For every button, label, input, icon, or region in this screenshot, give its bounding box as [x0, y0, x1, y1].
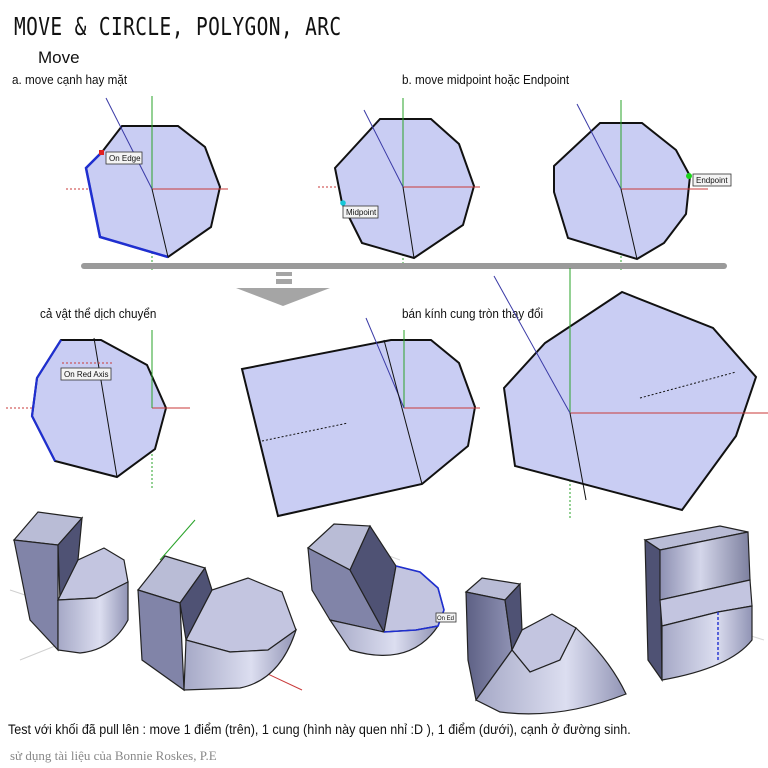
down-arrow-icon — [236, 272, 330, 306]
credit-line: sử dụng tài liệu của Bonnie Roskes, P.E — [10, 748, 217, 763]
solid-pulled-3: On Ed — [306, 523, 457, 656]
tooltip-midpoint: Midpoint — [342, 205, 379, 219]
figure-move-edge: On Edge — [66, 96, 228, 270]
figure-move-endpoint: Endpoint — [553, 100, 732, 270]
solid-pulled-5 — [643, 525, 765, 682]
page-title: MOVE & CIRCLE, POLYGON, ARC — [14, 12, 342, 41]
svg-text:Midpoint: Midpoint — [346, 208, 377, 217]
tooltip-on-edge-small: On Ed — [435, 612, 457, 623]
svg-text:Endpoint: Endpoint — [696, 176, 728, 185]
tooltip-on-red-axis: On Red Axis — [60, 367, 112, 381]
svg-text:On Red Axis: On Red Axis — [64, 370, 108, 379]
tooltip-on-edge: On Edge — [105, 151, 143, 165]
figure-arc-radius-2 — [493, 268, 768, 518]
footer-note: Test với khối đã pull lên : move 1 điểm … — [8, 722, 631, 737]
label-b: b. move midpoint hoặc Endpoint — [402, 72, 570, 87]
solid-pulled-2 — [136, 519, 303, 692]
label-d: bán kính cung tròn thay đổi — [402, 306, 544, 321]
section-title: Move — [38, 48, 80, 67]
solid-pulled-1 — [9, 511, 129, 661]
svg-text:On Ed: On Ed — [437, 616, 454, 622]
label-c: cả vật thể dịch chuyển — [40, 306, 157, 321]
figure-arc-radius-1 — [240, 317, 480, 518]
solid-pulled-4 — [464, 577, 627, 715]
tooltip-endpoint: Endpoint — [692, 173, 732, 187]
figure-move-whole-object: On Red Axis — [6, 330, 190, 488]
svg-text:On Edge: On Edge — [109, 154, 141, 163]
figure-move-midpoint: Midpoint — [318, 98, 480, 270]
label-a: a. move cạnh hay mặt — [12, 72, 128, 87]
